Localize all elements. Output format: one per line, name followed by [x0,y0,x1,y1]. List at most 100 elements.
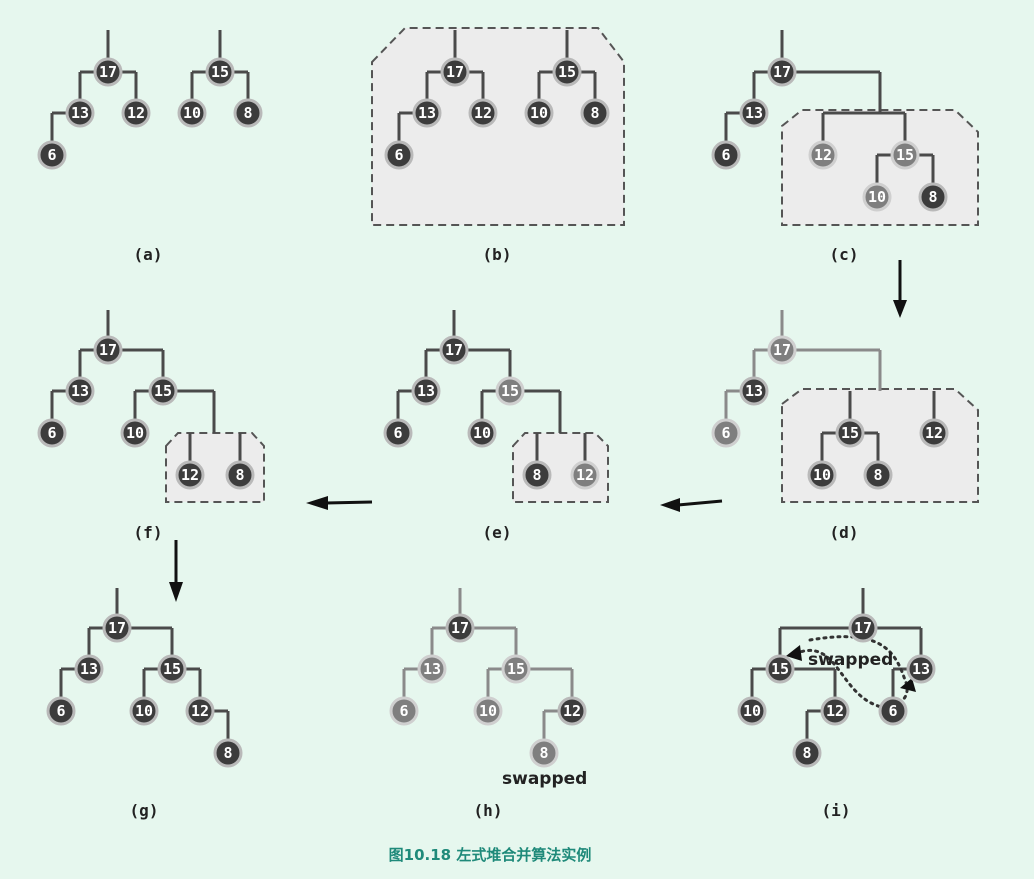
svg-text:6: 6 [47,424,56,442]
svg-text:13: 13 [745,382,763,400]
node-c-13: 13 [739,98,769,128]
panel-a: 17 13 12 6 15 10 8 (a) [37,30,263,264]
node-h-13: 13 [417,654,447,684]
svg-text:15: 15 [507,660,525,678]
svg-text:8: 8 [235,466,244,484]
panel-h: 17 13 6 15 10 12 8 swapped (h) [389,588,587,820]
node-h-15: 15 [501,654,531,684]
node-f-10: 10 [120,418,150,448]
svg-text:8: 8 [243,104,252,122]
svg-text:12: 12 [474,104,492,122]
svg-text:12: 12 [826,702,844,720]
node-i-6: 6 [878,696,908,726]
svg-text:10: 10 [135,702,153,720]
panel-f-label: (f) [134,523,163,542]
node-h-12: 12 [557,696,587,726]
svg-text:15: 15 [154,382,172,400]
panel-h-label: (h) [474,801,503,820]
svg-text:6: 6 [399,702,408,720]
svg-text:10: 10 [530,104,548,122]
svg-text:15: 15 [501,382,519,400]
node-d-8: 8 [863,460,893,490]
figure-caption: 图10.18 左式堆合并算法实例 [389,846,592,864]
svg-text:6: 6 [394,146,403,164]
panel-i-label: (i) [822,801,851,820]
svg-text:13: 13 [71,382,89,400]
svg-text:8: 8 [539,744,548,762]
node-a-15: 15 [205,57,235,87]
node-b-8: 8 [580,98,610,128]
svg-text:8: 8 [802,744,811,762]
node-h-6: 6 [389,696,419,726]
node-d-17: 17 [767,335,797,365]
node-d-6: 6 [711,418,741,448]
panel-g-label: (g) [130,801,159,820]
node-g-13: 13 [74,654,104,684]
node-d-13: 13 [739,376,769,406]
panel-d-label: (d) [830,523,859,542]
svg-text:17: 17 [99,341,117,359]
svg-text:10: 10 [473,424,491,442]
node-f-8: 8 [225,460,255,490]
node-h-8: 8 [529,738,559,768]
svg-text:12: 12 [925,424,943,442]
node-a-10: 10 [177,98,207,128]
svg-text:13: 13 [417,382,435,400]
svg-text:12: 12 [191,702,209,720]
svg-text:17: 17 [108,619,126,637]
node-i-10: 10 [737,696,767,726]
svg-text:17: 17 [446,63,464,81]
svg-text:10: 10 [743,702,761,720]
node-f-13: 13 [65,376,95,406]
svg-text:13: 13 [80,660,98,678]
svg-text:8: 8 [590,104,599,122]
panel-g: 17 13 6 15 10 12 8 (g) [46,588,243,820]
svg-text:15: 15 [896,146,914,164]
node-g-6: 6 [46,696,76,726]
node-f-15: 15 [148,376,178,406]
node-c-6: 6 [711,140,741,170]
node-b-15: 15 [552,57,582,87]
node-h-17: 17 [445,613,475,643]
svg-text:10: 10 [183,104,201,122]
node-b-17: 17 [440,57,470,87]
svg-text:6: 6 [721,146,730,164]
node-i-15: 15 [765,654,795,684]
node-a-12: 12 [121,98,151,128]
panel-a-label: (a) [134,245,163,264]
node-d-15: 15 [835,418,865,448]
node-g-10: 10 [129,696,159,726]
node-b-10: 10 [524,98,554,128]
svg-text:12: 12 [563,702,581,720]
node-e-17: 17 [439,335,469,365]
node-e-10: 10 [467,418,497,448]
node-b-6: 6 [384,140,414,170]
node-g-17: 17 [102,613,132,643]
node-g-8: 8 [213,738,243,768]
node-a-6: 6 [37,140,67,170]
svg-text:6: 6 [888,702,897,720]
svg-text:17: 17 [854,619,872,637]
svg-text:15: 15 [211,63,229,81]
node-c-15: 15 [890,140,920,170]
node-i-17: 17 [848,613,878,643]
node-b-12: 12 [468,98,498,128]
node-i-8: 8 [792,738,822,768]
svg-text:15: 15 [163,660,181,678]
node-i-13: 13 [906,654,936,684]
node-f-6: 6 [37,418,67,448]
arrow-f-to-g [169,540,183,602]
node-e-15: 15 [495,376,525,406]
svg-text:15: 15 [558,63,576,81]
node-e-12: 12 [570,460,600,490]
svg-text:12: 12 [814,146,832,164]
svg-text:17: 17 [451,619,469,637]
svg-text:10: 10 [813,466,831,484]
node-h-10: 10 [473,696,503,726]
panel-i: 17 15 13 10 12 6 8 swapped (i) [737,588,936,820]
svg-text:6: 6 [47,146,56,164]
swap-arrow-left [798,648,888,710]
svg-text:12: 12 [127,104,145,122]
merge-box-b [371,27,625,226]
swapped-note-h: swapped [502,769,587,789]
